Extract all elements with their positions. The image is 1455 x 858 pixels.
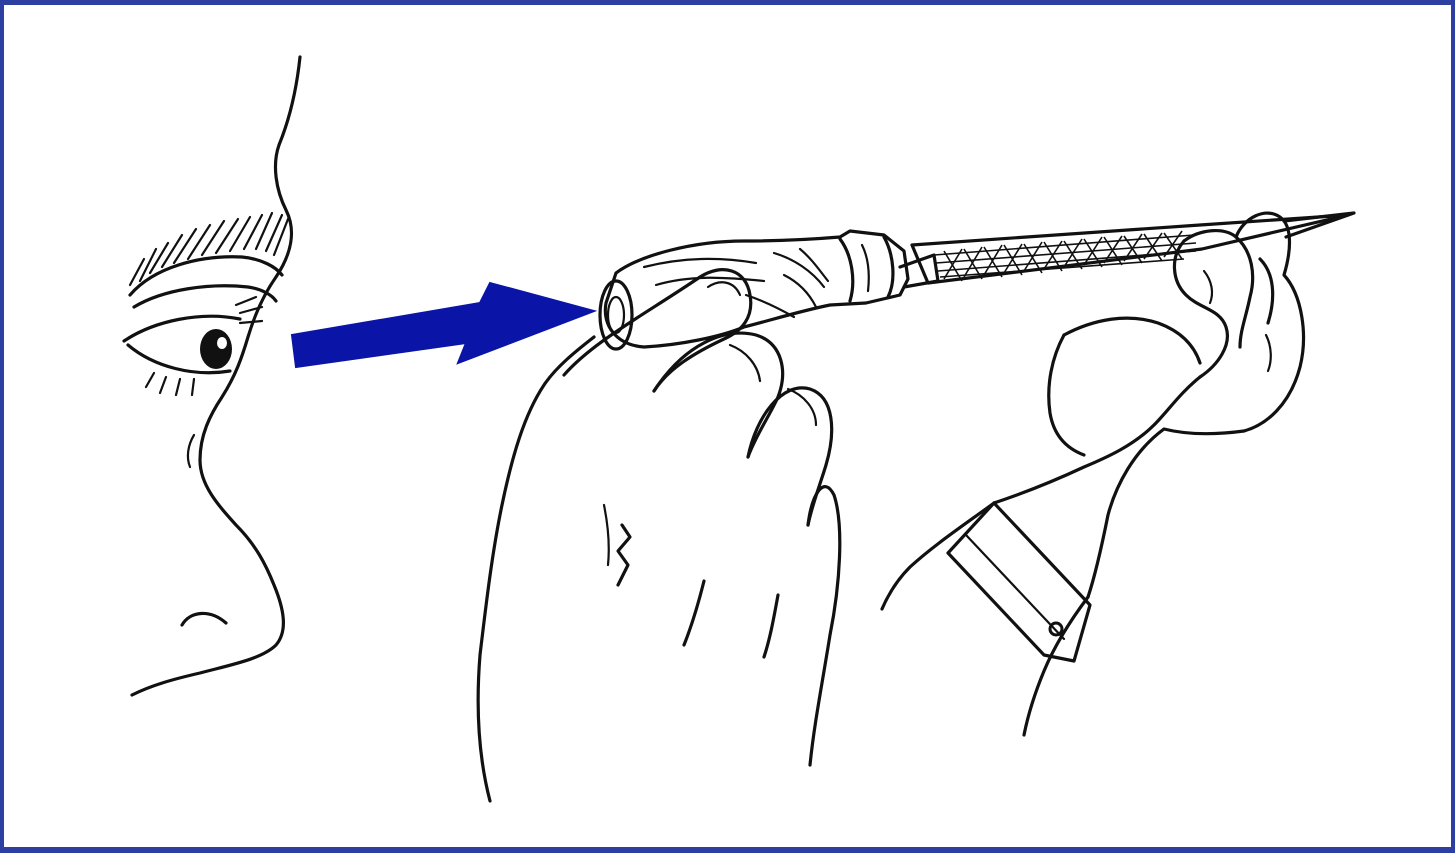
nostril [182,613,226,625]
cuff-outline [948,503,1090,661]
right-finger-curl-1 [1236,237,1253,347]
left-palm-line [604,505,609,565]
right-knuckle-line [1064,318,1200,363]
right-palm [994,377,1200,503]
face-profile [124,57,300,695]
left-ring-finger [808,487,840,765]
left-palm-crease-3 [764,595,778,657]
left-hand [478,270,840,801]
file-handle [600,231,908,349]
sighting-arrow [292,283,594,367]
file-tip [1284,213,1354,237]
left-knuckle-2 [788,389,816,425]
left-knuckle-1 [730,345,760,381]
shirt-cuff [948,503,1090,661]
handle-ferrule [840,239,853,301]
handle-ferrule-inner [884,237,893,297]
nose-bridge-shadow [188,435,194,467]
left-middle-finger [748,388,832,525]
left-thumb [564,270,751,391]
right-thumb [1174,241,1227,377]
right-crease-2 [1266,335,1271,371]
right-forearm-bottom [1024,597,1088,735]
face-profile-outline [132,57,300,695]
left-index-finger [654,333,783,457]
left-thumbnail [708,282,740,295]
illustration [4,5,1455,858]
eye-highlight [217,337,227,349]
left-hand-outline [478,337,594,801]
left-palm-crease-2 [684,581,704,645]
right-wrist-top [1049,335,1084,455]
right-finger-curl-2 [1260,259,1273,323]
right-crease-1 [1204,271,1212,303]
right-hand [882,213,1303,735]
left-palm-crease-1 [618,525,630,585]
eye-iris [200,329,232,369]
